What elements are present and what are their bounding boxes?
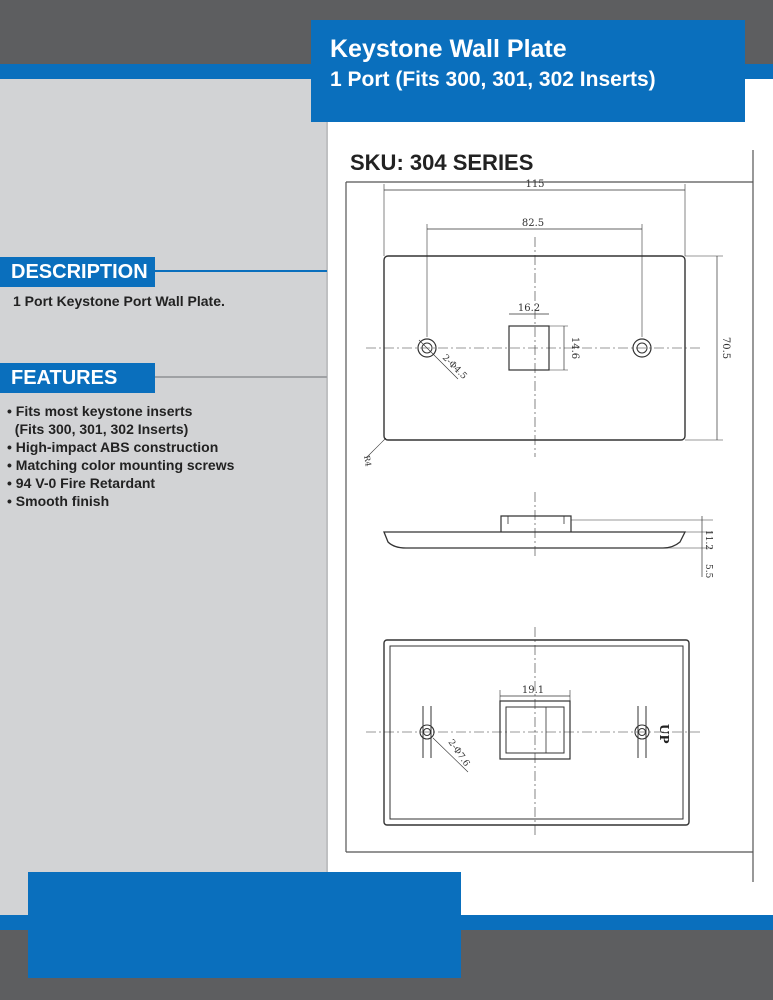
dim-port-height-label: 14.6 [569, 337, 580, 359]
dim-thickness-label: 5.5 [703, 564, 713, 579]
back-screw-boss-right [634, 724, 650, 740]
technical-drawing: 115 82.5 16.2 14.6 70.5 2-Φ4.5 R4 11.2 5… [345, 150, 754, 882]
side-port-boss [500, 515, 572, 532]
dim-screw-hole-leader [418, 339, 459, 380]
back-screw-boss-left [419, 724, 435, 740]
back-port-opening [505, 706, 565, 754]
features-heading: FEATURES [0, 363, 155, 393]
front-screw-hole-right-inner [636, 342, 648, 354]
title-box: Keystone Wall Plate 1 Port (Fits 300, 30… [311, 20, 745, 122]
feature-item: • Smooth finish [7, 493, 110, 509]
dim-hole-spacing-label: 82.5 [522, 218, 544, 229]
left-panel [0, 79, 328, 935]
dim-back-hole-leader [432, 737, 469, 773]
back-port-frame [499, 700, 571, 760]
dim-width-label: 115 [525, 179, 544, 190]
back-plate-outline [383, 639, 690, 826]
page-subtitle: 1 Port (Fits 300, 301, 302 Inserts) [330, 68, 656, 91]
feature-item: • Matching color mounting screws [7, 457, 235, 473]
front-screw-hole-left [417, 338, 437, 358]
feature-item: (Fits 300, 301, 302 Inserts) [7, 421, 189, 437]
left-panel-edge [326, 79, 328, 935]
dim-corner-label: R4 [362, 455, 373, 468]
side-plate-profile [383, 531, 687, 549]
sku-label: SKU: 304 SERIES [350, 150, 534, 175]
dim-corner-leader [365, 437, 387, 459]
feature-item: • High-impact ABS construction [7, 439, 219, 455]
front-screw-hole-left-inner [421, 342, 433, 354]
bottom-blue-box [28, 872, 461, 978]
front-port-cutout [508, 325, 550, 371]
description-text: 1 Port Keystone Port Wall Plate. [13, 293, 225, 309]
dim-inner-port-label: 19.1 [522, 685, 544, 696]
dim-screw-hole-label: 2-Φ4.5 [440, 353, 469, 382]
features-list: • Fits most keystone inserts (Fits 300, … [7, 402, 234, 510]
dim-port-width-label: 16.2 [518, 303, 540, 314]
front-screw-hole-right [632, 338, 652, 358]
description-rule [155, 270, 327, 272]
feature-item: • Fits most keystone inserts [7, 403, 193, 419]
dim-height-label: 70.5 [720, 337, 731, 359]
description-heading: DESCRIPTION [0, 257, 155, 287]
feature-item: • 94 V-0 Fire Retardant [7, 475, 156, 491]
up-label: UP [657, 724, 671, 744]
page-title: Keystone Wall Plate [330, 35, 567, 63]
dim-depth-label: 11.2 [703, 530, 713, 550]
features-rule [155, 376, 327, 378]
back-plate-inner [389, 645, 684, 820]
dim-back-hole-label: 2-Φ7.6 [446, 738, 472, 769]
